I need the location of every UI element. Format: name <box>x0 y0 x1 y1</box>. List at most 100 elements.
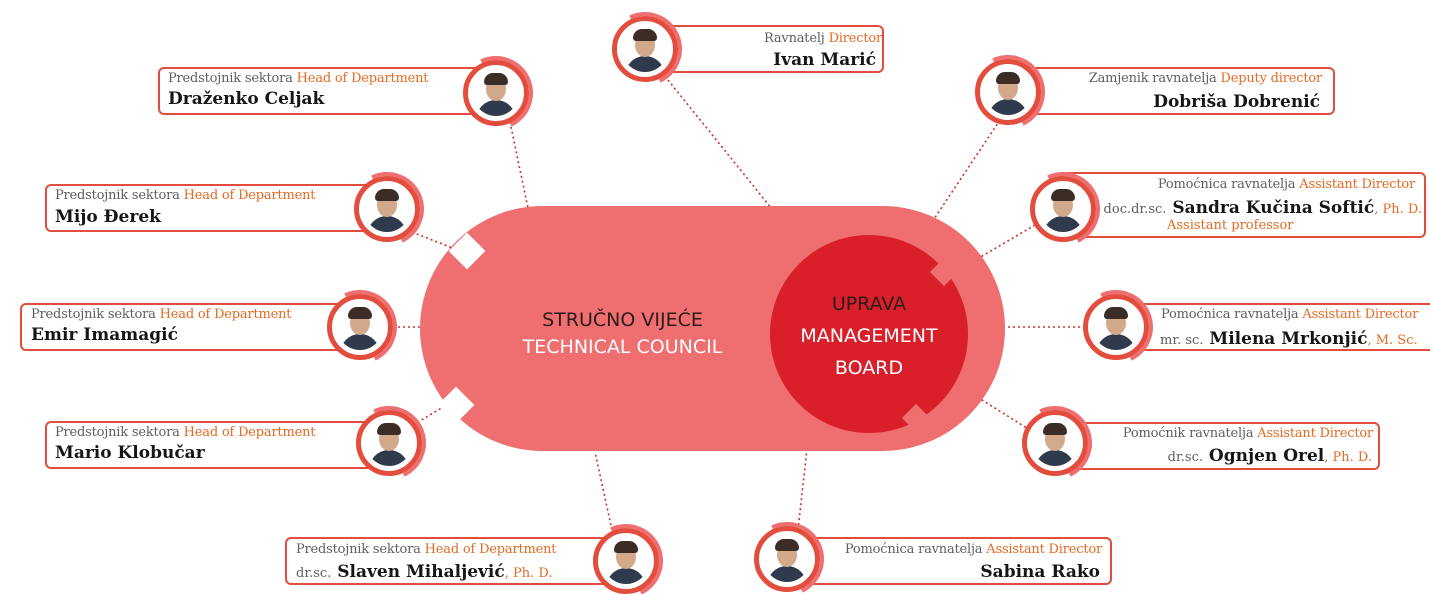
photo-ring <box>1083 294 1149 360</box>
role-hr: Predstojnik sektora <box>55 188 180 203</box>
person-name-line: dr.sc. Ognjen Orel, Ph. D. <box>1168 446 1372 466</box>
person-name-line: Sabina Rako <box>980 562 1100 582</box>
role-hr: Predstojnik sektora <box>168 71 293 86</box>
person-card-sabina-rako <box>780 537 1112 585</box>
person-role: Predstojnik sektora Head of Department <box>31 307 292 322</box>
photo-ring <box>354 176 420 242</box>
person-card-ivan-maric <box>648 25 884 73</box>
person-photo-icon <box>1040 186 1086 232</box>
person-card-dobrisa-dobrenic <box>1000 67 1335 115</box>
role-hr: Predstojnik sektora <box>296 542 421 557</box>
person-card-mijo-derek <box>45 184 380 232</box>
connector-slaven-mihaljevic <box>594 451 613 531</box>
photo-ring <box>593 528 659 594</box>
person-role: Predstojnik sektora Head of Department <box>168 71 429 86</box>
person-name-line: Dobriša Dobrenić <box>1153 92 1320 112</box>
person-photo-icon <box>366 420 412 466</box>
technical-council-label: STRUČNO VIJEĆE TECHNICAL COUNCIL <box>495 307 750 361</box>
person-card-slaven-mihaljevic <box>285 537 620 585</box>
person-card-milena-mrkonjic <box>1110 303 1430 351</box>
person-photo-icon <box>1093 304 1139 350</box>
person-role: Predstojnik sektora Head of Department <box>55 188 316 203</box>
role-en: Head of Department <box>183 188 316 203</box>
role-en: Assistant Director <box>1257 426 1373 441</box>
role-hr: Zamjenik ravnatelja <box>1088 71 1217 86</box>
person-name: Slaven Mihaljević <box>337 562 505 582</box>
photo-ring <box>612 16 678 82</box>
connector-drazenko-celjak <box>509 121 529 209</box>
connector-sabina-rako <box>797 439 809 531</box>
role-en: Deputy director <box>1220 71 1323 86</box>
person-name-line: Mario Klobučar <box>55 443 205 463</box>
title-prefix: dr.sc. <box>1167 450 1203 465</box>
person-photo-icon <box>337 304 383 350</box>
photo-ring <box>754 526 820 592</box>
person-role: Pomoćnica ravnatelja Assistant Director <box>845 542 1102 557</box>
person-name-line: mr. sc. Milena Mrkonjić, M. Sc. <box>1160 329 1418 349</box>
person-role: Predstojnik sektora Head of Department <box>296 542 557 557</box>
role-hr: Predstojnik sektora <box>31 307 156 322</box>
photo-ring <box>463 60 529 126</box>
person-name: Mario Klobučar <box>55 443 205 463</box>
person-name: Milena Mrkonjić <box>1209 329 1368 349</box>
person-name-line: Emir Imamagić <box>31 325 178 345</box>
person-name: Emir Imamagić <box>31 325 178 345</box>
photo-ring <box>356 410 422 476</box>
person-role: Ravnatelj Director <box>764 31 882 46</box>
person-photo-icon <box>985 69 1031 115</box>
role-en: Head of Department <box>159 307 292 322</box>
photo-ring <box>1022 410 1088 476</box>
title-prefix: doc.dr.sc. <box>1103 202 1167 217</box>
role-en: Assistant Director <box>1302 307 1419 322</box>
person-photo-icon <box>622 26 668 72</box>
person-name-line: doc.dr.sc. Sandra Kučina Softić, Ph. D. <box>1104 198 1422 218</box>
title-suffix: , Ph. D. <box>1324 450 1372 465</box>
management-board-label: UPRAVA MANAGEMENT BOARD <box>770 288 968 384</box>
technical-council-title-en: TECHNICAL COUNCIL <box>522 336 723 358</box>
person-photo-icon <box>364 186 410 232</box>
person-card-sandra-kucina-softic <box>1058 172 1426 238</box>
title-prefix: dr.sc. <box>296 566 332 581</box>
person-name: Ognjen Orel <box>1208 446 1325 466</box>
photo-ring <box>1030 176 1096 242</box>
photo-ring <box>327 294 393 360</box>
person-photo-icon <box>764 536 810 582</box>
technical-council-title-hr: STRUČNO VIJEĆE <box>542 309 703 331</box>
role-en: Assistant Director <box>1299 177 1415 192</box>
role-en: Head of Department <box>424 542 557 557</box>
role-hr: Pomoćnik ravnatelja <box>1122 426 1254 441</box>
person-photo-icon <box>603 538 649 584</box>
person-name: Sandra Kučina Softić <box>1172 198 1375 218</box>
person-note: Assistant professor <box>1167 218 1294 233</box>
person-name: Dobriša Dobrenić <box>1153 92 1320 112</box>
person-photo-icon <box>1032 420 1078 466</box>
photo-ring <box>975 59 1041 125</box>
connector-sandra-kucina-softic <box>949 224 1036 276</box>
role-hr: Pomoćnica ravnatelja <box>1157 177 1296 192</box>
person-card-drazenko-celjak <box>158 67 493 115</box>
title-suffix: , M. Sc. <box>1367 333 1418 348</box>
role-hr: Pomoćnica ravnatelja <box>1161 307 1299 322</box>
role-hr: Pomoćnica ravnatelja <box>844 542 983 557</box>
person-name: Mijo Đerek <box>55 207 161 227</box>
management-board-title-en-2: BOARD <box>834 357 904 379</box>
role-en: Head of Department <box>183 425 316 440</box>
role-en: Director <box>828 31 883 46</box>
role-hr: Predstojnik sektora <box>55 425 180 440</box>
role-en: Assistant Director <box>986 542 1102 557</box>
person-name: Ivan Marić <box>773 50 876 70</box>
management-board-title-hr: UPRAVA <box>831 293 907 315</box>
person-card-ognjen-orel <box>1048 422 1380 470</box>
title-suffix: , Ph. D. <box>1374 202 1422 217</box>
person-name: Draženko Celjak <box>168 89 325 109</box>
management-board-title-en: MANAGEMENT <box>800 325 938 347</box>
person-role: Pomoćnica ravnatelja Assistant Director <box>1158 177 1415 192</box>
person-card-emir-imamagic <box>20 303 350 351</box>
person-role: Pomoćnica ravnatelja Assistant Director <box>1161 307 1418 322</box>
person-name-line: Draženko Celjak <box>168 89 324 109</box>
role-hr: Ravnatelj <box>764 31 825 46</box>
person-name-line: dr.sc. Slaven Mihaljević, Ph. D. <box>296 562 553 582</box>
person-photo-icon <box>473 70 519 116</box>
person-role: Zamjenik ravnatelja Deputy director <box>1089 71 1322 86</box>
